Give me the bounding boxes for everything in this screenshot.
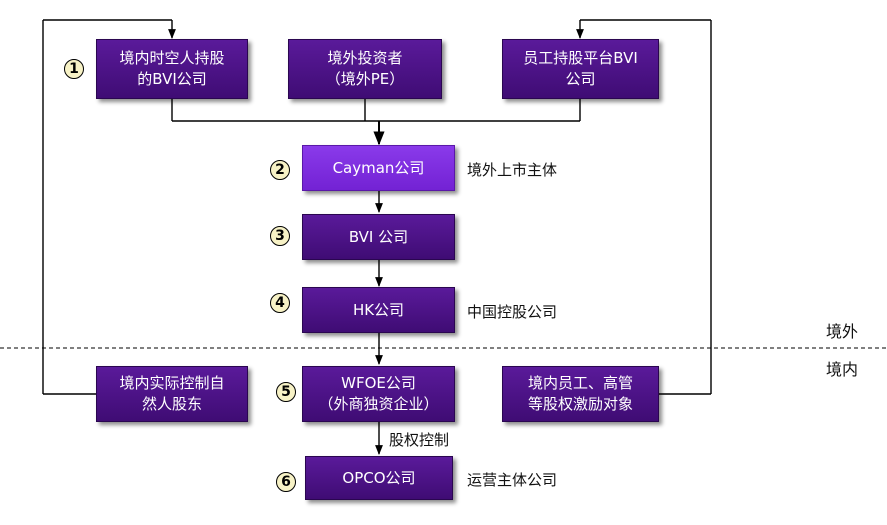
box-domestic-bvi: 境内时空人持股 的BVI公司	[96, 39, 248, 99]
label-onshore: 境内	[826, 360, 859, 379]
step-number-2: 2	[270, 160, 290, 180]
box-hk: HK公司	[302, 287, 455, 333]
label-cayman-desc: 境外上市主体	[467, 161, 558, 179]
box-domestic-shareholders: 境内实际控制自 然人股东	[96, 366, 248, 422]
box-wfoe: WFOE公司 （外商独资企业）	[302, 366, 455, 422]
label-opco-desc: 运营主体公司	[467, 471, 558, 489]
step-number-5: 5	[276, 382, 296, 402]
box-esop-bvi: 员工持股平台BVI 公司	[502, 39, 659, 99]
step-number-6: 6	[276, 472, 296, 492]
box-cayman: Cayman公司	[302, 145, 455, 191]
label-equity-control: 股权控制	[389, 431, 450, 449]
box-opco: OPCO公司	[305, 456, 453, 500]
step-number-3: 3	[270, 226, 290, 246]
box-domestic-employees: 境内员工、高管 等股权激励对象	[502, 366, 659, 422]
label-hk-desc: 中国控股公司	[467, 303, 558, 321]
label-offshore: 境外	[826, 322, 859, 341]
box-bvi: BVI 公司	[302, 214, 455, 260]
step-number-4: 4	[270, 293, 290, 313]
box-foreign-investor: 境外投资者 （境外PE）	[288, 39, 442, 99]
step-number-1: 1	[64, 59, 84, 79]
